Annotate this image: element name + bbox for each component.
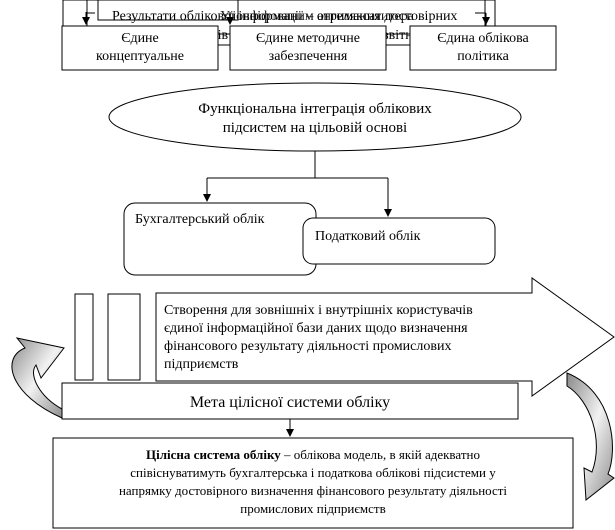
arrow-block-line2: єдиної інформаційної бази даних щодо виз… [164,321,468,336]
curved-arrow-right [566,372,615,501]
box-methodical-line2: забезпечення [269,49,348,64]
top-overlap-text-b: Уповніфованим ангеляксатитера [220,9,415,24]
definition-line2: співіснуватимуть бухгалтерська і податко… [130,465,496,480]
top-frame-small [97,0,239,21]
definition-box: Цілісна система обліку – облікова модель… [52,437,574,529]
box-methodical-line1: Єдине методичне [256,31,360,46]
definition-line1-rest: – облікова модель, в якій адекватно [281,447,480,462]
definition-line4: промислових підприємств [240,501,386,516]
vertical-bar-left [74,293,94,381]
box-conceptual-line1: Єдине [121,31,159,46]
integration-ellipse: Функціональна інтеграція облікових підси… [108,82,522,152]
tax-label: Податковий облік [315,229,421,244]
goal-box: Мета цілісної системи обліку [61,382,519,420]
ellipse-line1: Функціональна інтеграція облікових [198,101,432,117]
box-policy-line1: Єдина облікова [437,31,529,46]
curved-arrow-left [11,337,65,419]
arrow-block-line1: Створення для зовнішніх і внутрішніх кор… [164,303,473,318]
arrow-block: Створення для зовнішніх і внутрішніх кор… [155,277,615,397]
tax-box: Податковий облік [302,217,496,265]
box-conceptual-line2: концептуальне [96,49,184,64]
ellipse-split-connector [203,151,392,217]
top-overlap-text-a: Результати облікової інформації – отрима… [112,9,457,24]
goal-label: Мета цілісної системи обліку [190,394,390,411]
definition-line3: напрямку достовірного визначення фінансо… [119,483,507,498]
box-policy-line2: політика [457,49,509,64]
accounting-box: Бухгалтерський облік [123,202,317,276]
arrow-block-line4: підприємств [164,357,239,372]
ellipse-line2: підсистем на цільовій основі [223,120,407,136]
arrow-block-line3: фінансового результату діяльності промис… [164,339,451,354]
box-policy: Єдина облікова політика [409,25,557,71]
accounting-label: Бухгалтерський облік [135,212,265,227]
definition-line1: Цілісна система обліку – облікова модель… [146,447,480,462]
box-conceptual: Єдине концептуальне [61,25,219,71]
box-methodical: Єдине методичне забезпечення [229,25,387,71]
definition-term: Цілісна система обліку [146,447,281,462]
vertical-bar-right [107,293,141,381]
